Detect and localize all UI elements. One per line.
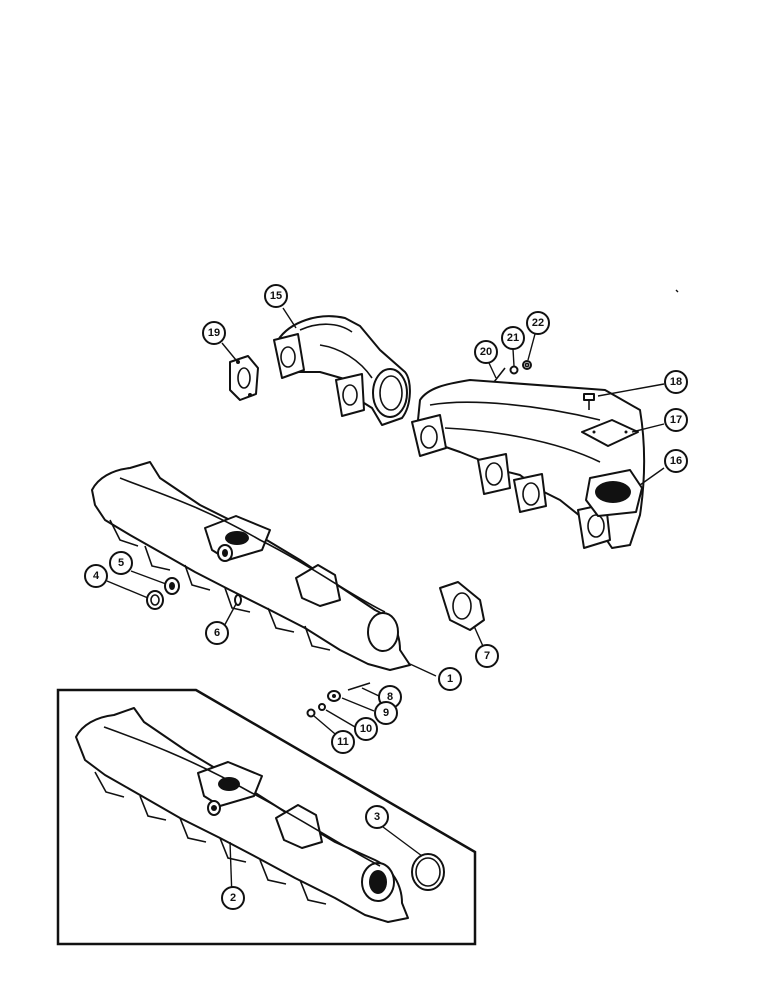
pipe-plug-part-4 <box>146 590 164 610</box>
lockwasher-part-21 <box>509 365 519 375</box>
callout-2: 2 <box>221 886 245 910</box>
leader-1 <box>409 663 437 677</box>
leader-5 <box>130 570 167 585</box>
callout-17: 17 <box>664 408 688 432</box>
stud-part-8 <box>347 682 371 691</box>
callout-20-label: 20 <box>480 346 492 358</box>
callout-16-label: 16 <box>670 455 682 467</box>
callout-15: 15 <box>264 284 288 308</box>
leader-18 <box>597 383 665 397</box>
leader-15 <box>282 307 297 329</box>
leader-21 <box>512 348 515 367</box>
leader-3 <box>382 826 423 857</box>
leader-20 <box>488 362 497 379</box>
leader-16 <box>639 467 665 486</box>
callout-21-label: 21 <box>507 332 519 344</box>
leader-8 <box>361 687 380 697</box>
callout-11-label: 11 <box>337 736 349 748</box>
callout-3-label: 3 <box>374 811 380 823</box>
callout-8-label: 8 <box>387 691 393 703</box>
callout-6-label: 6 <box>214 627 220 639</box>
leader-19 <box>221 342 237 361</box>
dowel-part-6 <box>234 594 242 606</box>
cap-screw-part-18 <box>583 393 595 410</box>
expansion-plug-part-3 <box>411 853 445 891</box>
callout-21: 21 <box>501 326 525 350</box>
leader-22 <box>527 333 536 361</box>
callout-19-label: 19 <box>208 327 220 339</box>
inset-frame <box>56 688 477 946</box>
callout-11: 11 <box>331 730 355 754</box>
callout-5: 5 <box>109 551 133 575</box>
callout-22: 22 <box>526 311 550 335</box>
callout-19: 19 <box>202 321 226 345</box>
leader-9 <box>341 697 375 712</box>
callout-22-label: 22 <box>532 317 544 329</box>
manifold-part-2 <box>75 707 409 923</box>
leader-17 <box>631 423 665 433</box>
callout-18: 18 <box>664 370 688 394</box>
callout-1: 1 <box>438 667 462 691</box>
gasket-part-7 <box>439 581 485 631</box>
leader-4 <box>106 580 149 599</box>
callout-15-label: 15 <box>270 290 282 302</box>
elbow-pipe-part-15 <box>273 315 411 426</box>
callout-18-label: 18 <box>670 376 682 388</box>
callout-4-label: 4 <box>93 570 100 582</box>
stray-mark <box>675 289 679 293</box>
leader-lines <box>106 307 665 899</box>
gasket-part-19 <box>229 355 259 401</box>
stud-part-20 <box>493 367 506 383</box>
callout-16: 16 <box>664 449 688 473</box>
cover-plate-part-17 <box>581 419 639 447</box>
manifold-section-part-16 <box>411 379 646 549</box>
nut-part-11 <box>306 708 316 718</box>
callout-10: 10 <box>354 717 378 741</box>
callout-9: 9 <box>374 701 398 725</box>
callout-2-label: 2 <box>230 892 236 904</box>
callout-6: 6 <box>205 621 229 645</box>
callout-17-label: 17 <box>670 414 682 426</box>
callout-20: 20 <box>474 340 498 364</box>
callout-3: 3 <box>365 805 389 829</box>
callout-7-label: 7 <box>484 650 490 662</box>
callout-5-label: 5 <box>118 557 124 569</box>
leader-10 <box>325 709 356 728</box>
washer-part-9 <box>327 690 341 702</box>
callout-10-label: 10 <box>360 723 372 735</box>
nut-part-22 <box>522 360 532 370</box>
callout-7: 7 <box>475 644 499 668</box>
sealing-washer-part-5 <box>164 577 180 595</box>
callout-1-label: 1 <box>447 673 453 685</box>
callout-9-label: 9 <box>383 707 389 719</box>
callout-4: 4 <box>84 564 108 588</box>
manifold-part-1 <box>91 461 411 671</box>
lockwasher-part-10 <box>318 703 326 711</box>
